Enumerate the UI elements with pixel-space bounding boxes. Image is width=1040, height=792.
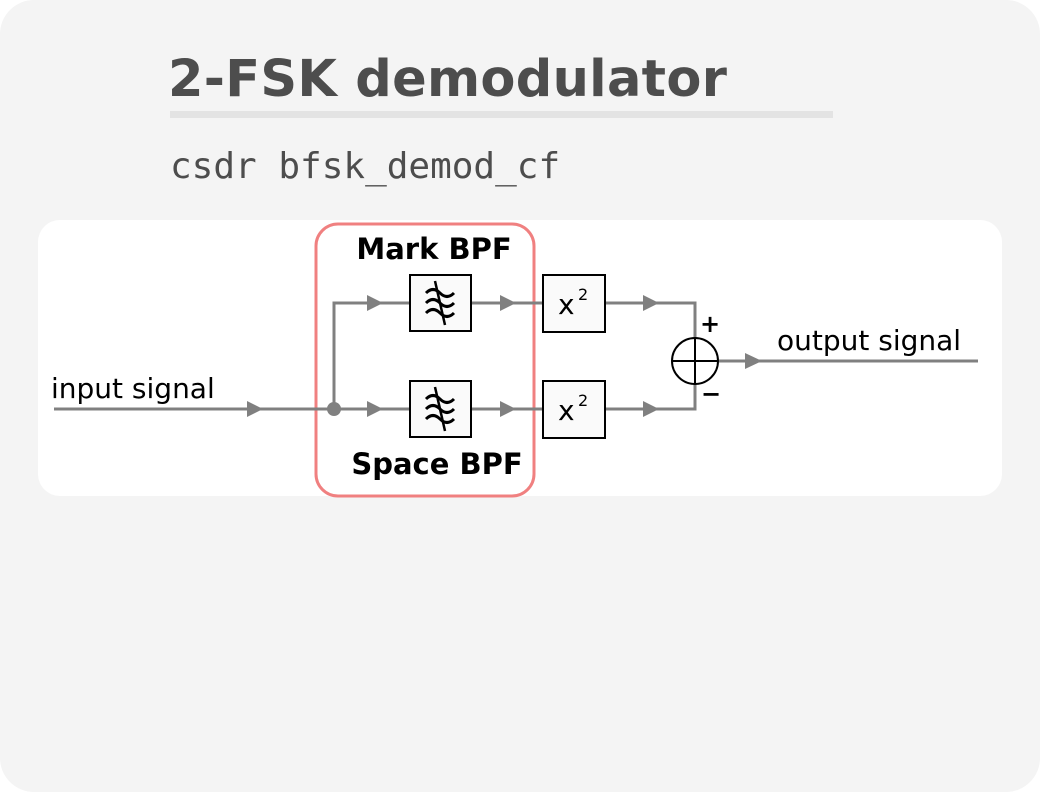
arrowheads — [247, 295, 762, 417]
diagram-panel — [38, 220, 1002, 496]
arrowhead-output — [745, 353, 762, 369]
split-junction-dot — [327, 402, 341, 416]
split-wire-top — [332, 301, 410, 409]
arrowhead-space-out — [500, 401, 516, 417]
plus-sign: + — [700, 310, 720, 338]
arrowhead-space-squared — [643, 401, 659, 417]
page-title: 2-FSK demodulator — [168, 50, 728, 109]
signal-wires — [54, 301, 978, 411]
arrowhead-mark-in — [367, 295, 383, 311]
bpf-group-highlight — [314, 222, 536, 498]
squarer-base: x — [558, 288, 575, 321]
space-bpf-label: Space BPF — [351, 447, 522, 481]
arrowhead-space-in — [367, 401, 383, 417]
minus-sign: − — [701, 380, 721, 408]
squarer-exponent: 2 — [578, 285, 588, 304]
space-to-sum-wire — [605, 384, 697, 411]
arrowhead-mark-out — [500, 295, 516, 311]
mark-to-sum-wire — [605, 301, 697, 338]
output-signal-label: output signal — [777, 324, 961, 357]
mark-squarer-block: x 2 — [542, 274, 606, 333]
title-underline — [170, 111, 833, 118]
summing-junction-icon — [671, 337, 719, 385]
command-text: csdr bfsk_demod_cf — [170, 146, 561, 187]
space-bpf-block — [409, 380, 472, 438]
input-signal-label: input signal — [51, 372, 215, 405]
squarer-exponent: 2 — [578, 391, 588, 410]
arrowhead-input — [247, 401, 263, 417]
mark-bpf-block — [409, 274, 472, 332]
space-squarer-block: x 2 — [542, 380, 606, 439]
arrowhead-mark-squared — [643, 295, 659, 311]
mark-bpf-label: Mark BPF — [356, 232, 511, 266]
squarer-base: x — [558, 394, 575, 427]
